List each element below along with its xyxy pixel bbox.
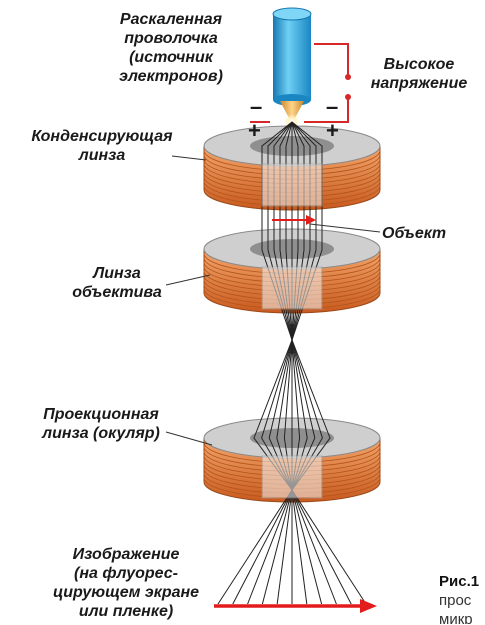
object-label: Объект — [382, 225, 447, 242]
plus-sign-right: + — [326, 118, 339, 143]
caption-line-1: прос — [439, 592, 472, 609]
high-voltage-circuit — [250, 43, 349, 123]
condenser-lens-cutaway-face — [261, 163, 323, 207]
filament-label: Раскаленная проволочка (источник электро… — [119, 11, 223, 85]
objective-lens-cutaway — [261, 266, 323, 310]
voltage-label: Высокое напряжение — [370, 56, 468, 92]
terminal-top — [345, 74, 351, 80]
leader-lines — [165, 155, 381, 446]
minus-sign-right: – — [326, 94, 339, 119]
objective-label: Линза объектива — [72, 265, 162, 301]
projection-lens-cutaway-face — [261, 455, 323, 499]
terminal-bottom — [345, 94, 351, 100]
lens-front-layer — [261, 163, 323, 499]
projection-label: Проекционная линза (окуляр) — [42, 406, 160, 442]
object-arrow — [272, 215, 316, 225]
caption-figure-number: Рис.1 — [439, 573, 480, 590]
caption-line-2: микр — [439, 611, 473, 624]
figure-caption: Рис.1 прос микр — [439, 572, 485, 624]
plus-sign-left: + — [248, 118, 261, 143]
minus-sign-left: – — [250, 94, 263, 119]
image-arrow — [214, 599, 377, 613]
objective-lens-cutaway-face — [261, 266, 323, 310]
image-label: Изображение (на флуорес- цирующем экране… — [52, 546, 200, 620]
projection-lens-cutaway — [261, 455, 323, 499]
condenser-lens-cutaway — [261, 163, 323, 207]
cathode-filament — [272, 7, 312, 130]
condenser-label: Конденсирующая линза — [31, 128, 173, 164]
